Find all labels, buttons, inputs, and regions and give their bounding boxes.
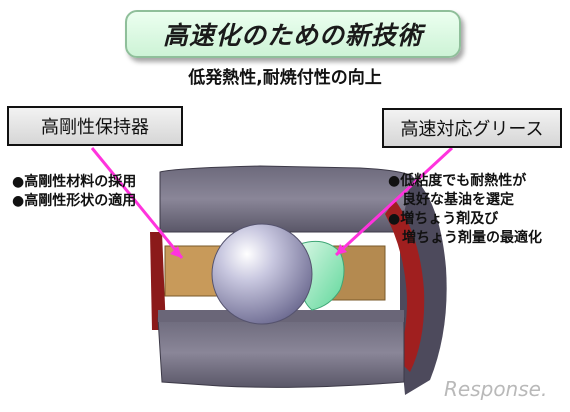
subtitle: 低発熱性,耐焼付性の向上 — [188, 68, 382, 88]
grease-bullet-2: ●増ちょう剤及び — [388, 211, 499, 227]
title-box: 高速化のための新技術 — [125, 10, 461, 58]
grease-bullet-1-cont: 良好な基油を選定 — [402, 192, 514, 208]
grease-bullet-1: ●低粘度でも耐熱性が — [388, 173, 527, 189]
left-seal — [150, 232, 166, 330]
right-seal — [385, 200, 425, 372]
label-cage: 高剛性保持器 — [7, 106, 183, 146]
outer-ring — [159, 165, 413, 233]
page-title: 高速化のための新技術 — [162, 21, 423, 50]
label-grease: 高速対応グリース — [382, 108, 562, 148]
leader-left-arrowhead — [170, 246, 182, 258]
grease-bullets: ●低粘度でも耐熱性が 良好な基油を選定 ●増ちょう剤及び 増ちょう剤量の最適化 — [388, 172, 542, 248]
response-watermark: Response. — [444, 377, 548, 401]
grease-bullet-2-cont: 増ちょう剤量の最適化 — [402, 230, 542, 246]
inner-ring — [157, 317, 405, 388]
leader-right-arrowhead — [336, 244, 347, 255]
ball — [211, 223, 313, 325]
cage-bullet-2: ●高剛性形状の適用 — [12, 193, 137, 209]
cage-bullet-1: ●高剛性材料の採用 — [12, 174, 137, 190]
leader-right — [334, 146, 454, 257]
cage-bullets: ●高剛性材料の採用 ●高剛性形状の適用 — [12, 173, 136, 211]
leader-left — [90, 147, 184, 259]
